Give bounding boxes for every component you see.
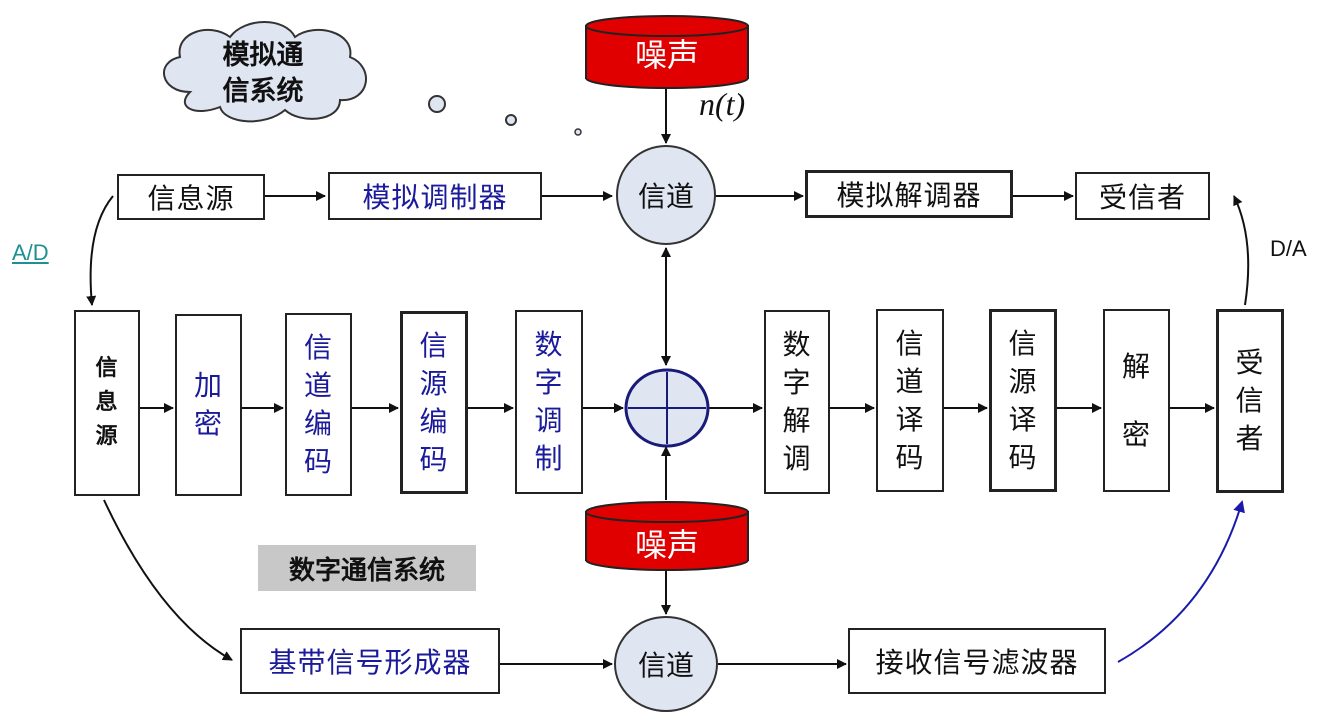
da-label: D/A [1270,236,1307,261]
analog-channel: 信道 [616,145,716,245]
baseband-former: 基带信号形成器 [240,628,500,694]
noise-label-bottom: 噪声 [634,526,699,564]
thought-bubbles [428,95,582,136]
cloud-text: 模拟通 信系统 [222,40,304,107]
analog-modulator: 模拟调制器 [328,172,542,220]
encrypt-block: 加密 [175,314,242,496]
baseband-channel: 信道 [614,616,718,712]
digital-modulate-block: 数字 调制 [515,310,583,494]
channel-encode-block: 信道 编码 [285,313,352,496]
analog-demodulator: 模拟解调器 [805,170,1013,218]
channel-decode-block: 信道 译码 [876,309,944,492]
digital-receiver-block: 受信者 [1216,309,1284,493]
source-decode-block: 信源 译码 [989,309,1057,492]
ad-label: A/D [12,240,49,265]
noise-symbol: n(t) [699,86,746,122]
decrypt-block: 解密 [1103,309,1170,492]
digital-source: 信息源 [74,310,140,496]
analog-cloud [163,21,367,123]
digital-demodulate-block: 数字 解调 [764,310,830,494]
noise-cylinder-top [585,15,749,89]
noise-cylinder-bottom [585,501,749,571]
receive-filter: 接收信号滤波器 [848,628,1106,694]
digital-system-label: 数字通信系统 [258,545,476,591]
analog-receiver: 受信者 [1075,172,1210,220]
adder-circle [624,368,710,448]
analog-source: 信息源 [117,174,265,220]
noise-label-top: 噪声 [634,36,699,74]
source-encode-block: 信源 编码 [400,311,468,494]
